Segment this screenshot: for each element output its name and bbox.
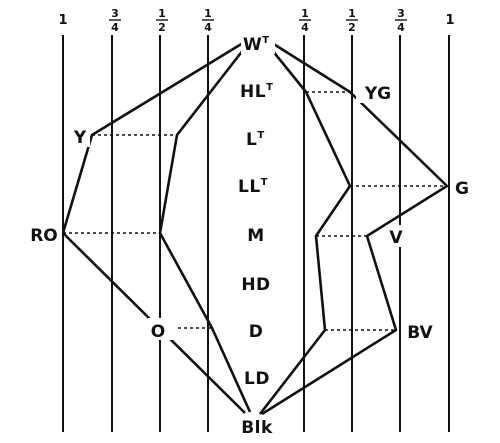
level-sup: T [257,130,264,141]
frac-num: 1 [158,7,166,20]
frac-den: 2 [158,21,166,34]
value-levels: WT HLT LT LLT M HD D LD Blk [236,30,280,440]
level-sup: T [266,82,273,93]
right-scale-label-quarter: 1 4 [299,7,311,34]
level-label-blk: Blk [241,418,273,438]
hue-label-g: G [455,179,469,199]
frac-den: 4 [204,21,212,34]
label-bg-bv [402,320,440,342]
frac-num: 3 [397,7,405,20]
hue-label-y: Y [73,128,87,148]
label-bg-ro [28,223,62,245]
hue-label-o: O [151,322,165,342]
left-scale-label-half: 1 2 [156,7,168,34]
label-bg-yg [356,81,396,103]
frac-den: 4 [301,21,309,34]
level-label-lt: LT [246,130,265,150]
inner-left-line [158,44,252,413]
right-scale-label-1: 1 [445,13,454,28]
level-base: HL [240,82,266,102]
left-scale-label-quarter: 1 4 [202,7,214,34]
hue-label-yg: YG [364,84,391,104]
scale-labels: 1 3 4 1 2 1 4 1 4 1 2 3 4 [58,7,454,34]
label-bg-g [451,176,477,198]
label-bg-o [148,318,176,340]
left-scale-label-three-quarter: 3 4 [109,7,121,34]
hue-label-ro: RO [30,226,58,246]
inner-right-line [258,44,352,415]
label-bg-v [386,225,408,247]
outer-right-line [261,41,449,416]
level-label-wt: WT [243,35,270,55]
level-label-d: D [249,322,264,342]
hue-labels: Y RO O YG G V BV [28,81,477,343]
frac-den: 4 [111,21,119,34]
level-label-ld: LD [244,369,270,389]
frac-num: 1 [348,7,356,20]
hue-label-bv: BV [407,323,433,343]
hue-label-v: V [389,228,403,248]
label-bg-bottom [236,416,280,440]
label-bg-top [241,30,275,54]
level-sup: T [261,177,268,188]
label-bg-y [70,125,90,147]
level-sup: T [262,35,269,46]
right-scale-label-three-quarter: 3 4 [395,7,407,34]
left-scale-label-1: 1 [58,13,67,28]
frac-den: 4 [397,21,405,34]
level-label-hd: HD [241,275,270,295]
level-base: L [246,130,257,150]
frac-num: 3 [111,7,119,20]
level-base: W [243,35,262,55]
frac-num: 1 [204,7,212,20]
level-label-m: M [247,226,264,246]
frac-den: 2 [348,21,356,34]
level-label-hlt: HLT [240,82,273,102]
right-scale-label-half: 1 2 [346,7,358,34]
level-label-llt: LLT [238,177,268,197]
frac-num: 1 [301,7,309,20]
dashed-connectors [63,91,447,331]
outer-left-line [61,41,246,414]
level-base: LL [238,177,261,197]
